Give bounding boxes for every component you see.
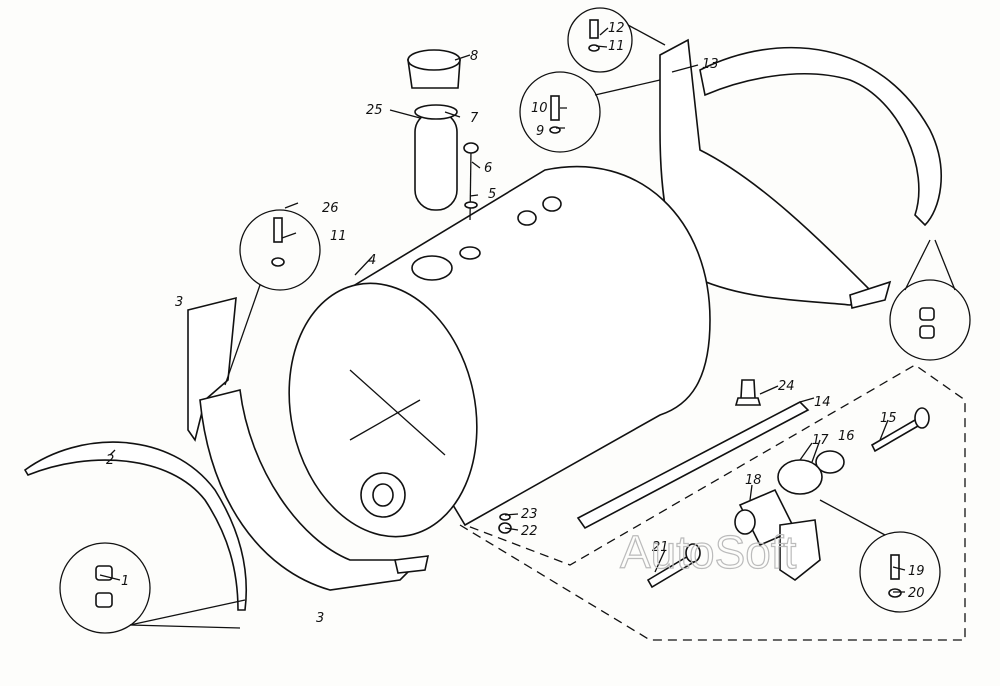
label-3-top: 3: [175, 295, 183, 310]
label-22: 22: [521, 524, 538, 539]
label-21: 21: [652, 540, 669, 555]
label-7: 7: [470, 111, 479, 126]
label-16: 16: [838, 429, 855, 444]
label-23: 23: [521, 507, 538, 522]
bolt-15: [870, 407, 930, 453]
label-24: 24: [778, 379, 795, 394]
callout-bolt-10: [519, 71, 661, 153]
label-6: 6: [484, 161, 492, 176]
label-12: 12: [608, 21, 625, 36]
gasket-16: [815, 450, 845, 474]
callout-bolt-26: [224, 209, 321, 386]
label-2: 2: [106, 453, 114, 468]
valve-18: [734, 488, 821, 581]
label-18: 18: [745, 473, 762, 488]
label-15: 15: [880, 411, 897, 426]
label-10: 10: [531, 101, 548, 116]
filler-cap: [407, 49, 461, 89]
label-11-top: 11: [608, 39, 625, 54]
label-25: 25: [366, 103, 383, 118]
label-20: 20: [908, 586, 925, 601]
label-13: 13: [702, 57, 719, 72]
label-4: 4: [368, 253, 376, 268]
label-3-bottom: 3: [316, 611, 324, 626]
label-9: 9: [536, 124, 544, 139]
callout-bolt-12: [567, 7, 666, 73]
fuel-tank: [288, 165, 711, 538]
left-strap: [187, 296, 430, 591]
label-1: 1: [121, 574, 129, 589]
callout-nuts-1: [59, 542, 246, 634]
dashed-group-outline: [459, 364, 966, 641]
strap-2: [23, 441, 248, 611]
washer-22-23: [498, 513, 512, 534]
bolt-21: [646, 543, 701, 589]
label-8: 8: [470, 49, 478, 64]
strip-14: [576, 401, 810, 530]
flange-17: [777, 459, 823, 495]
label-14: 14: [814, 395, 831, 410]
label-17: 17: [812, 433, 829, 448]
dipstick: [463, 142, 479, 221]
label-19: 19: [908, 564, 925, 579]
drain-plug: [734, 379, 762, 406]
label-26: 26: [322, 201, 339, 216]
callout-nuts-right: [889, 239, 971, 361]
label-5: 5: [488, 187, 496, 202]
filler-strainer: [414, 104, 458, 211]
label-11-left: 11: [330, 229, 347, 244]
watermark: AutoSoft: [620, 526, 797, 578]
